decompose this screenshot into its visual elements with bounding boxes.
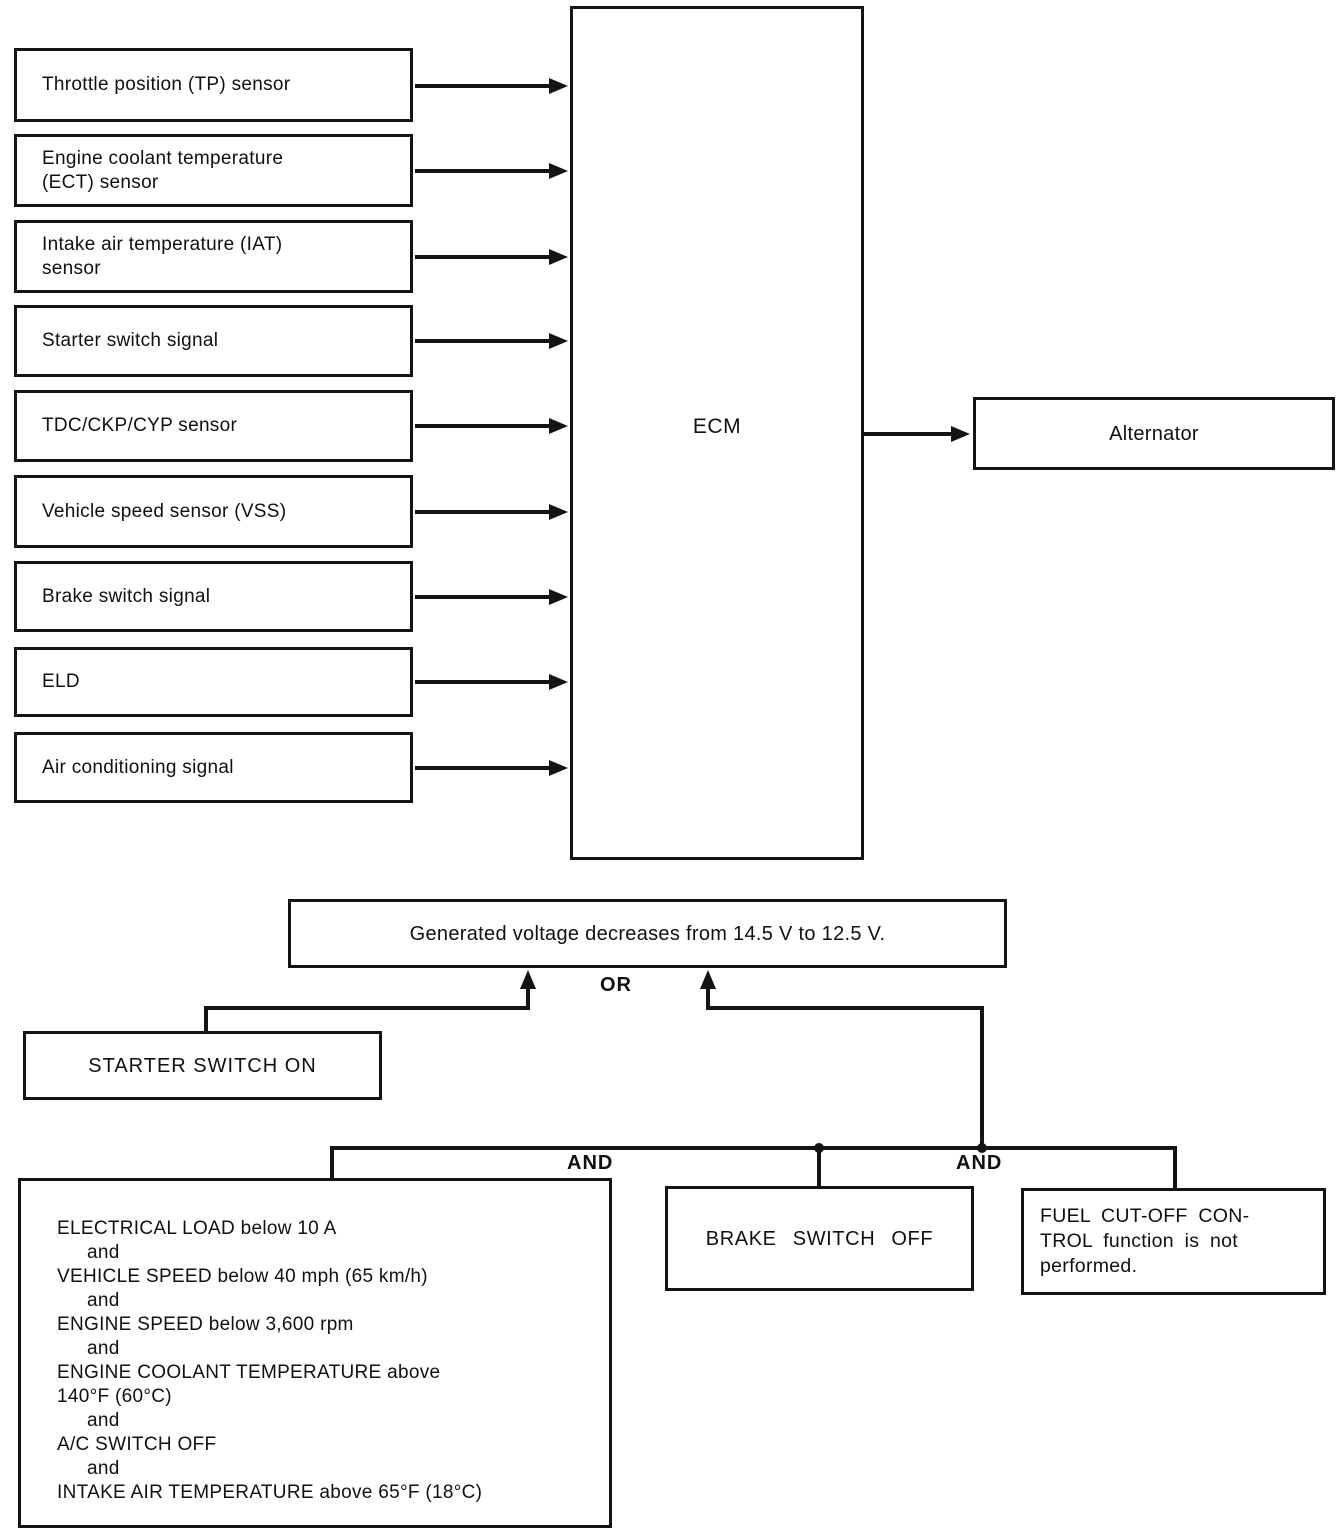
input-box-vss: Vehicle speed sensor (VSS) [14,475,413,548]
condition-and: and [87,1290,120,1311]
input-label: Intake air temperature (IAT) sensor [42,233,283,279]
condition-and: and [87,1410,120,1431]
input-label: Engine coolant temperature (ECT) sensor [42,147,284,193]
ecm-label: ECM [692,415,742,438]
input-label: Throttle position (TP) sensor [42,74,291,95]
input-box-tp-sensor: Throttle position (TP) sensor [14,48,413,122]
fuel-cutoff-line1: FUEL CUT-OFF CON- [1040,1205,1250,1227]
condition-ect-line2: 140°F (60°C) [57,1386,172,1407]
and-gate-label-right: AND [956,1152,1003,1174]
ecm-box: ECM [570,6,864,860]
wire-starter-branch [204,990,530,1031]
junction-dot-brake [814,1143,824,1153]
input-label: TDC/CKP/CYP sensor [42,415,238,436]
fuel-cutoff-line2: TROL function is not [1040,1230,1239,1252]
input-box-starter-switch: Starter switch signal [14,305,413,377]
fuel-cutoff-line3: performed. [1040,1255,1138,1277]
fuel-cutoff-box: FUEL CUT-OFF CON- TROL function is not p… [1021,1188,1326,1295]
condition-and: and [87,1458,120,1479]
conditions-box: ELECTRICAL LOAD below 10 A and VEHICLE S… [18,1178,612,1528]
brake-switch-off-box: BRAKE SWITCH OFF [665,1186,974,1291]
input-box-eld: ELD [14,647,413,717]
condition-iat: INTAKE AIR TEMPERATURE above 65°F (18°C) [57,1482,483,1503]
input-box-iat-sensor: Intake air temperature (IAT) sensor [14,220,413,293]
input-label: ELD [42,671,80,692]
input-box-ect-sensor: Engine coolant temperature (ECT) sensor [14,134,413,207]
condition-vehicle-speed: VEHICLE SPEED below 40 mph (65 km/h) [57,1266,428,1287]
alternator-label: Alternator [1109,422,1199,445]
alternator-box: Alternator [973,397,1335,470]
input-label: Starter switch signal [42,330,219,351]
condition-ac-switch: A/C SWITCH OFF [57,1434,217,1455]
input-box-ac-signal: Air conditioning signal [14,732,413,803]
wire-and-branch [700,970,984,1148]
input-label: Brake switch signal [42,585,211,607]
input-label: Air conditioning signal [42,756,234,778]
condition-and: and [87,1338,120,1359]
input-label: Vehicle speed sensor (VSS) [42,500,287,522]
starter-switch-on-box: STARTER SWITCH ON [23,1031,382,1100]
input-box-tdc-ckp-cyp: TDC/CKP/CYP sensor [14,390,413,462]
condition-ect-line1: ENGINE COOLANT TEMPERATURE above [57,1362,441,1383]
input-box-brake-switch: Brake switch signal [14,561,413,632]
voltage-result-box: Generated voltage decreases from 14.5 V … [288,899,1007,968]
and-gate-label-left: AND [567,1152,614,1174]
condition-engine-speed: ENGINE SPEED below 3,600 rpm [57,1314,354,1335]
or-gate-label: OR [600,974,632,996]
brake-switch-off-label: BRAKE SWITCH OFF [705,1227,934,1250]
condition-electrical-load: ELECTRICAL LOAD below 10 A [57,1218,337,1239]
voltage-result-label: Generated voltage decreases from 14.5 V … [409,922,886,945]
starter-switch-on-label: STARTER SWITCH ON [88,1054,317,1077]
condition-and: and [87,1242,120,1263]
